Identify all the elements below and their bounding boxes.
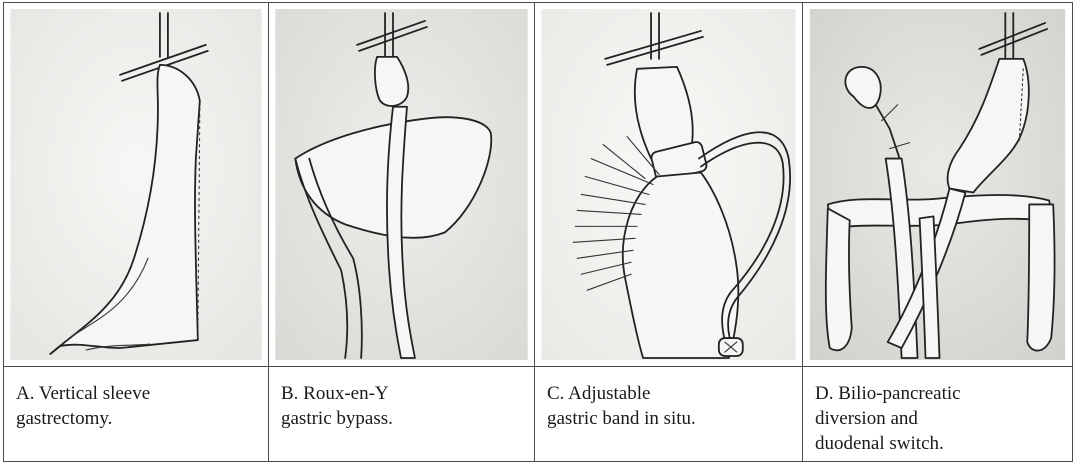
caption-c-line-2: gastric band in situ. xyxy=(547,406,792,431)
caption-a-line-2: gastrectomy. xyxy=(16,406,258,431)
caption-d-line-3: duodenal switch. xyxy=(815,431,1062,456)
panel-d-illustration xyxy=(803,3,1072,367)
panel-b-illustration xyxy=(269,3,535,367)
caption-b-line-1: B. Roux-en-Y xyxy=(281,381,524,406)
caption-b-line-2: gastric bypass. xyxy=(281,406,524,431)
caption-c-line-1: C. Adjustable xyxy=(547,381,792,406)
panel-d-caption: D. Bilio-pancreatic diversion and duoden… xyxy=(803,367,1072,461)
panel-b-caption: B. Roux-en-Y gastric bypass. xyxy=(269,367,535,461)
caption-a-line-1: A. Vertical sleeve xyxy=(16,381,258,406)
sleeve-gastrectomy-drawing xyxy=(10,9,262,360)
duodenal-switch-drawing xyxy=(809,9,1066,360)
gastric-band-drawing xyxy=(541,9,796,360)
caption-d-line-1: D. Bilio-pancreatic xyxy=(815,381,1062,406)
roux-en-y-drawing xyxy=(275,9,528,360)
panel-a-caption: A. Vertical sleeve gastrectomy. xyxy=(4,367,269,461)
panel-c-caption: C. Adjustable gastric band in situ. xyxy=(535,367,803,461)
panel-a-illustration xyxy=(4,3,269,367)
caption-d-line-2: diversion and xyxy=(815,406,1062,431)
panel-c-illustration xyxy=(535,3,803,367)
procedure-figure-grid: A. Vertical sleeve gastrectomy. B. Roux-… xyxy=(3,2,1073,462)
